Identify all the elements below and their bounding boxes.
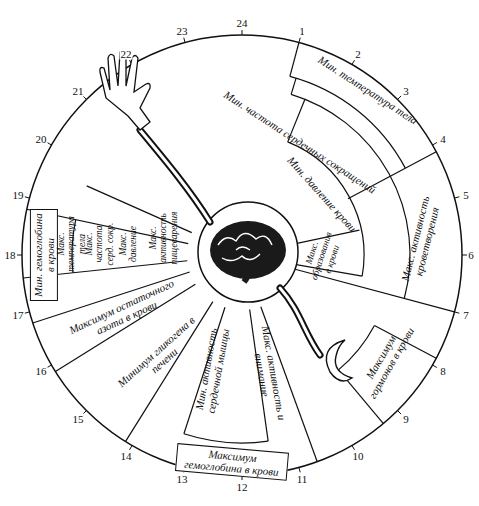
hour-tick bbox=[130, 446, 133, 450]
outer-circle bbox=[22, 35, 462, 475]
hour-tick bbox=[455, 197, 460, 198]
hour-tick bbox=[352, 60, 355, 64]
hour-number: 6 bbox=[467, 250, 475, 261]
sector-text: Макс. давление bbox=[118, 215, 139, 273]
sector-label: Макс. частота серд. сокр. bbox=[83, 213, 116, 275]
hour-number: 12 bbox=[236, 482, 249, 493]
sector-label: Макс. активность пищеварения bbox=[147, 202, 180, 274]
hour-number: 15 bbox=[71, 414, 84, 425]
sector-text: Максимум гормонов в крови bbox=[353, 314, 420, 406]
hour-number: 9 bbox=[402, 414, 410, 425]
hour-tick bbox=[462, 255, 467, 256]
hour-tick bbox=[25, 197, 30, 198]
hour-tick bbox=[455, 312, 460, 313]
hour-number: 23 bbox=[175, 25, 188, 36]
nerve bbox=[280, 288, 320, 355]
sector-label: Макс. давление bbox=[117, 213, 140, 275]
hour-number: 24 bbox=[236, 18, 249, 29]
hour-number: 1 bbox=[298, 25, 306, 36]
hour-tick bbox=[433, 143, 437, 146]
hour-tick bbox=[47, 365, 51, 368]
hour-tick bbox=[47, 143, 51, 146]
hour-number: 18 bbox=[4, 250, 17, 261]
hour-number: 20 bbox=[35, 134, 48, 145]
hour-number: 7 bbox=[462, 310, 470, 321]
crescent bbox=[326, 340, 352, 381]
sector-text: Макс. образования в крови bbox=[299, 226, 345, 285]
hour-number: 8 bbox=[439, 366, 447, 377]
sector-label: Макс. образования в крови bbox=[298, 224, 347, 288]
hour-number: 21 bbox=[71, 85, 84, 96]
hour-tick bbox=[352, 446, 355, 450]
hour-number: 10 bbox=[352, 450, 365, 461]
sector-label: Макс. температура тела bbox=[55, 213, 88, 275]
sector-text: Макс. частота серд. сокр. bbox=[84, 215, 115, 273]
hour-tick bbox=[299, 468, 300, 473]
nerve-core bbox=[140, 130, 210, 222]
sector-text: Макс. температура тела bbox=[56, 215, 87, 273]
hour-tick bbox=[184, 38, 185, 43]
hand bbox=[100, 50, 150, 131]
sector-label: Мин. частота сердечных сокращений bbox=[212, 82, 387, 203]
hour-number: 17 bbox=[11, 310, 24, 321]
hour-number: 14 bbox=[120, 450, 133, 461]
hour-tick bbox=[242, 30, 243, 35]
hour-number: 2 bbox=[354, 49, 362, 60]
sector-text: Мин. частота сердечных сокращений bbox=[215, 84, 386, 201]
sector-text: Макс. активность и внимание bbox=[246, 315, 290, 433]
sector-line bbox=[290, 42, 299, 76]
hour-tick bbox=[398, 96, 402, 100]
sector-box: Максимум гемоглобина в крови bbox=[175, 443, 289, 481]
sector-text: Макс. активность пищеварения bbox=[148, 204, 179, 272]
sector-text: Макс. активность кроветворения bbox=[396, 185, 446, 296]
hour-number: 4 bbox=[439, 134, 447, 145]
hour-number: 3 bbox=[402, 85, 410, 96]
hour-tick bbox=[17, 255, 22, 256]
nerve-core bbox=[280, 288, 320, 355]
hour-number: 19 bbox=[11, 189, 24, 200]
hour-number: 16 bbox=[35, 366, 48, 377]
sector-text: Максимум гемоглобина в крови bbox=[178, 445, 286, 478]
hour-tick bbox=[25, 312, 30, 313]
brain-stem bbox=[244, 262, 249, 282]
hour-number: 22 bbox=[120, 49, 133, 60]
sector-label: Макс. активность и внимание bbox=[245, 313, 292, 436]
hour-tick bbox=[299, 38, 300, 43]
hour-number: 11 bbox=[296, 474, 309, 485]
sector-label: Максимум гормонов в крови bbox=[351, 312, 422, 408]
hour-number: 13 bbox=[175, 474, 188, 485]
hour-tick bbox=[433, 365, 437, 368]
sector-label: Макс. активность кроветворения bbox=[395, 182, 448, 297]
sector-arc bbox=[291, 94, 410, 298]
sector-arc bbox=[184, 434, 268, 443]
sector-box: Мин. гемоглобина в крови bbox=[30, 209, 58, 301]
brain-folds bbox=[218, 233, 272, 260]
sector-line bbox=[291, 78, 296, 94]
hour-number: 5 bbox=[462, 189, 470, 200]
hour-tick bbox=[398, 411, 402, 415]
sector-text: Мин. гемоглобина в крови bbox=[32, 212, 56, 298]
nerve bbox=[140, 130, 210, 222]
